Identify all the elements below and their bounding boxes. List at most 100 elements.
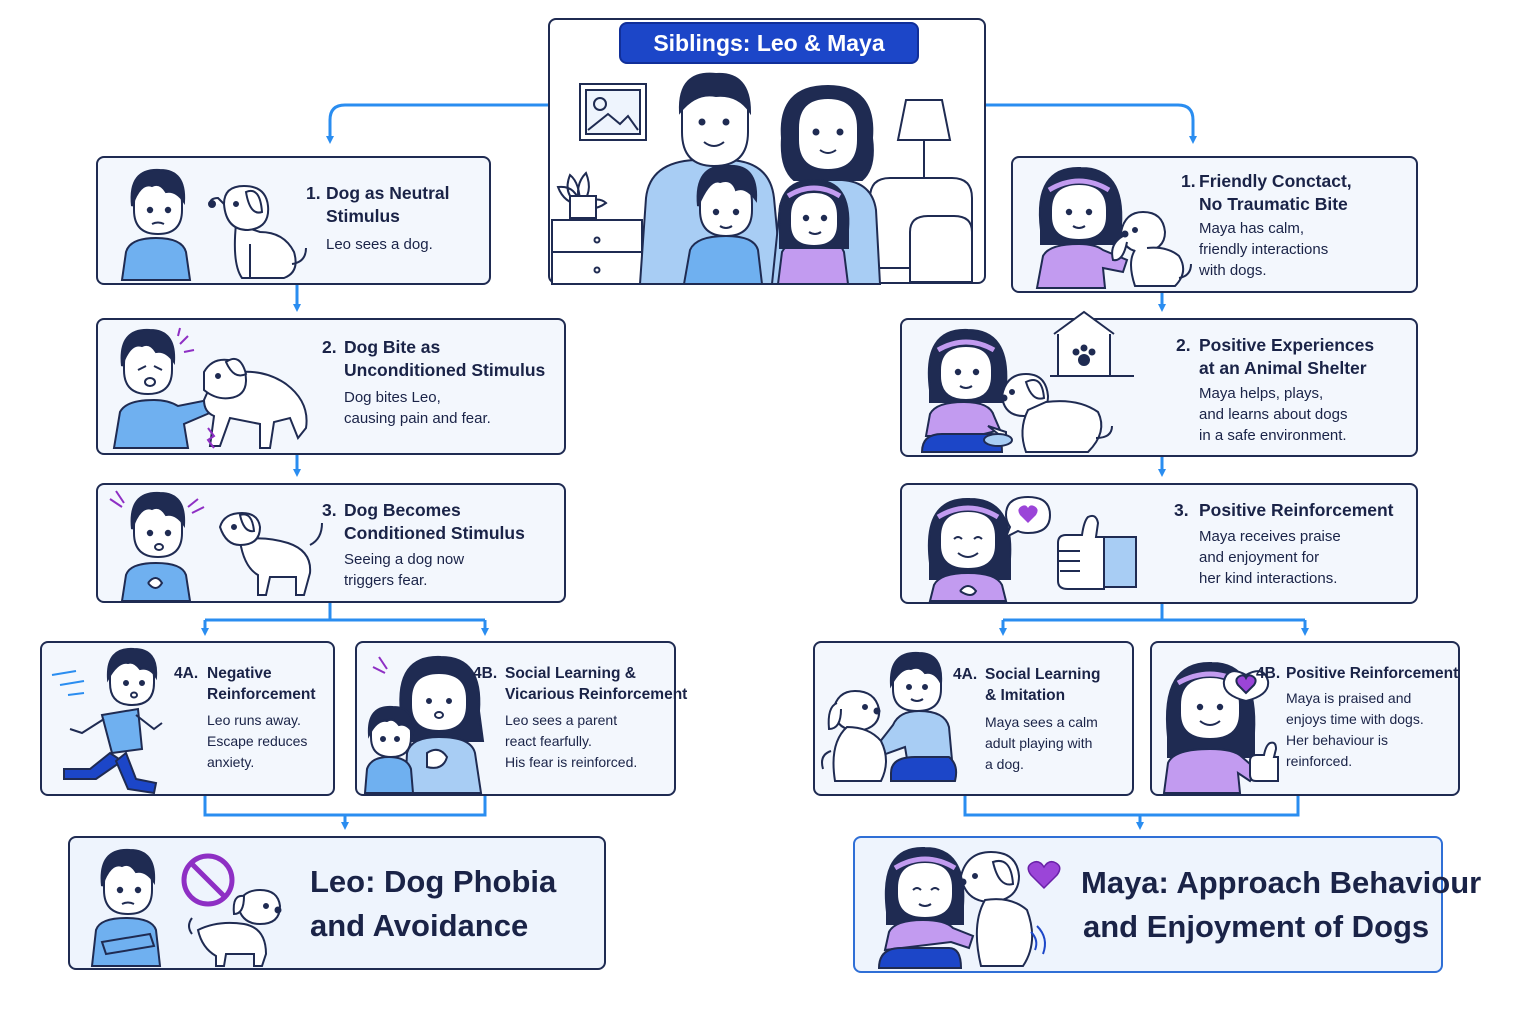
leo-step-3-card: 3. Dog Becomes Conditioned Stimulus Seei…	[96, 483, 566, 603]
maya-step-3-number: 3.	[1174, 500, 1189, 520]
leo-step-3-desc-line1: Seeing a dog now	[344, 551, 465, 568]
maya-step-3-desc-line2: and enjoyment for	[1199, 549, 1320, 566]
leo-step-4a-title-line2: Reinforcement	[207, 686, 316, 703]
leo-step-4a-card: 4A. Negative Reinforcement Leo runs away…	[40, 641, 335, 796]
arrow-maya-split	[1001, 603, 1307, 632]
prohibit-icon	[181, 853, 235, 907]
maya-step-4b-desc-line1: Maya is praised and	[1286, 690, 1412, 706]
maya-step-1-card: 1. Friendly Conctact, No Traumatic Bite …	[1011, 156, 1418, 293]
leo-step-4b-desc-line1: Leo sees a parent	[505, 712, 618, 728]
leo-step-4b-desc-line2: react fearfully.	[505, 733, 592, 749]
leo-step-3-desc-line2: triggers fear.	[344, 572, 428, 589]
fearful-parent-icon	[363, 655, 485, 794]
maya-step-4a-desc-line3: a dog.	[985, 756, 1024, 772]
maya-step-1-desc-line1: Maya has calm,	[1199, 220, 1305, 237]
maya-step-3-title-line1: Positive Reinforcement	[1199, 500, 1394, 520]
arrow-leo-merge	[203, 796, 487, 826]
maya-step-4b-title-line1: Positive Reinforcement	[1286, 665, 1459, 682]
leo-step-4a-desc-line3: anxiety.	[207, 754, 255, 770]
maya-step-2-title-line1: Positive Experiences	[1199, 335, 1375, 355]
leo-step-4b-card: 4B. Social Learning & Vicarious Reinforc…	[355, 641, 687, 796]
leo-step-4a-desc-line2: Escape reduces	[207, 733, 308, 749]
maya-step-4b-desc-line4: reinforced.	[1286, 753, 1353, 769]
maya-step-1-number: 1.	[1181, 171, 1196, 191]
leo-step-1-card: 1. Dog as Neutral Stimulus Leo sees a do…	[96, 156, 491, 285]
leo-step-2-title-line2: Unconditioned Stimulus	[344, 360, 546, 380]
dog-icon	[208, 184, 307, 279]
fearful-boy-icon	[109, 490, 205, 602]
maya-step-1-desc-line3: with dogs.	[1199, 262, 1267, 279]
maya-step-2-desc-line2: and learns about dogs	[1199, 406, 1348, 423]
maya-step-4a-number: 4A.	[953, 666, 978, 683]
leo-step-4b-number: 4B.	[473, 665, 498, 682]
maya-step-4a-title-line1: Social Learning	[985, 666, 1101, 683]
leo-outcome-line2: and Avoidance	[310, 908, 529, 943]
thumbs-up-icon	[1057, 514, 1137, 590]
maya-step-2-desc-line1: Maya helps, plays,	[1199, 385, 1324, 402]
maya-step-3-desc-line1: Maya receives praise	[1199, 528, 1341, 545]
heart-speech-bubble-icon	[1004, 495, 1052, 540]
page-title: Siblings: Leo & Maya	[619, 22, 919, 64]
maya-step-4b-card: 4B. Positive Reinforcement Maya is prais…	[1150, 641, 1460, 796]
girl-thumbs-up-icon	[1162, 661, 1279, 794]
family-panel	[548, 18, 986, 285]
leo-step-4b-title-line1: Social Learning &	[505, 665, 636, 682]
girl-hugging-dog-icon	[877, 846, 1046, 969]
maya-step-4a-desc-line2: adult playing with	[985, 735, 1093, 751]
leo-step-1-title-line1: Dog as Neutral	[326, 183, 450, 203]
leo-step-3-number: 3.	[322, 500, 337, 520]
maya-outcome-line2: and Enjoyment of Dogs	[1083, 909, 1430, 944]
family-illustration	[551, 72, 973, 285]
maya-outcome-card: Maya: Approach Behaviour and Enjoyment o…	[853, 836, 1481, 973]
leo-step-3-title-line2: Conditioned Stimulus	[344, 523, 525, 543]
leo-step-4a-desc-line1: Leo runs away.	[207, 712, 301, 728]
leo-outcome-line1: Leo: Dog Phobia	[310, 864, 557, 899]
leo-outcome-card: Leo: Dog Phobia and Avoidance	[68, 836, 606, 970]
boy-icon	[120, 168, 192, 281]
running-boy-icon	[51, 647, 163, 795]
shelter-scene-icon	[920, 310, 1134, 453]
maya-step-4a-title-line2: & Imitation	[985, 687, 1066, 704]
leo-step-2-number: 2.	[322, 337, 337, 357]
leo-step-2-desc-line2: causing pain and fear.	[344, 410, 491, 427]
maya-step-4b-number: 4B.	[1256, 665, 1281, 682]
leo-step-4a-title-line1: Negative	[207, 665, 272, 682]
leo-step-2-desc-line1: Dog bites Leo,	[344, 389, 441, 406]
maya-step-1-title-line1: Friendly Conctact,	[1199, 171, 1352, 191]
leo-step-3-title-line1: Dog Becomes	[344, 500, 461, 520]
maya-step-4b-desc-line2: enjoys time with dogs.	[1286, 711, 1424, 727]
maya-step-4b-desc-line3: Her behaviour is	[1286, 732, 1388, 748]
dog-icon	[218, 511, 323, 596]
leo-step-1-number: 1.	[306, 183, 321, 203]
leo-step-2-title-line1: Dog Bite as	[344, 337, 441, 357]
arrow-hero-to-leo	[326, 103, 548, 144]
leo-step-1-desc-line1: Leo sees a dog.	[326, 236, 433, 253]
dog-icon	[188, 888, 282, 967]
maya-step-2-desc-line3: in a safe environment.	[1199, 427, 1347, 444]
maya-step-3-card: 3. Positive Reinforcement Maya receives …	[900, 483, 1418, 604]
maya-step-4a-card: 4A. Social Learning & Imitation Maya see…	[813, 641, 1134, 796]
leo-step-4b-desc-line3: His fear is reinforced.	[505, 754, 638, 770]
maya-step-3-desc-line3: her kind interactions.	[1199, 570, 1338, 587]
arrow-maya-merge	[963, 796, 1300, 826]
maya-step-4a-desc-line1: Maya sees a calm	[985, 714, 1098, 730]
dog-bite-icon	[112, 327, 308, 449]
maya-step-2-number: 2.	[1176, 335, 1191, 355]
girl-with-dog-icon	[1035, 166, 1192, 289]
leo-step-1-title-line2: Stimulus	[326, 206, 400, 226]
arrow-hero-to-maya	[986, 103, 1197, 144]
maya-step-2-title-line2: at an Animal Shelter	[1199, 358, 1367, 378]
heart-icon	[1027, 860, 1061, 890]
arrow-leo-split	[203, 602, 487, 632]
leo-step-4a-number: 4A.	[174, 665, 199, 682]
leo-step-2-card: 2. Dog Bite as Unconditioned Stimulus Do…	[96, 318, 566, 455]
maya-outcome-line1: Maya: Approach Behaviour	[1081, 865, 1482, 900]
maya-step-1-desc-line2: friendly interactions	[1199, 241, 1329, 258]
boy-icon	[90, 848, 162, 967]
maya-step-2-card: 2. Positive Experiences at an Animal She…	[900, 310, 1418, 457]
maya-step-1-title-line2: No Traumatic Bite	[1199, 194, 1348, 214]
happy-girl-icon	[927, 497, 1012, 602]
adult-playing-with-dog-icon	[821, 651, 958, 782]
leo-step-4b-title-line2: Vicarious Reinforcement	[505, 686, 688, 703]
